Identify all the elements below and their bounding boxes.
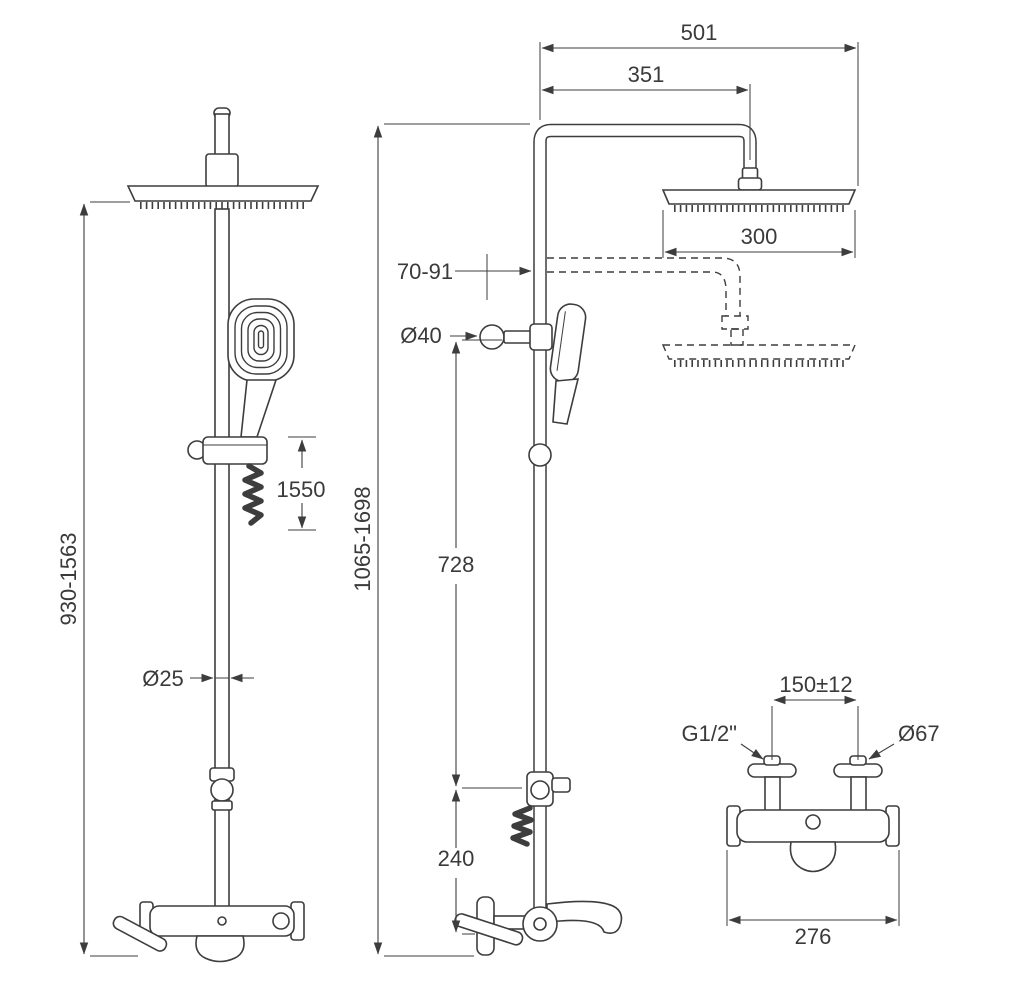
mixer-detail-spout <box>789 841 837 873</box>
holder-clamp-side <box>529 323 553 351</box>
right-valve-handle <box>833 763 883 778</box>
hand-shower-front <box>227 298 295 438</box>
riser-and-arm-side <box>533 123 757 908</box>
holder-knob-side <box>479 324 505 350</box>
dim-arm-projection: 351 <box>628 62 665 87</box>
dim-total-width: 501 <box>681 20 718 45</box>
dim-pipe-diameter: Ø25 <box>142 666 184 691</box>
front-view <box>112 107 320 963</box>
mixer-front <box>112 901 305 963</box>
hand-shower-handle-front <box>240 379 278 438</box>
dim-escutcheon-diameter: Ø67 <box>898 721 940 746</box>
right-valve-stem <box>850 776 867 812</box>
dim-upper-section: 728 <box>438 552 475 577</box>
union-ring-side <box>528 443 552 467</box>
dim-front-height-range: 930-1563 <box>56 533 81 626</box>
dim-inlet-centers: 150±12 <box>779 672 852 697</box>
dim-overall-height-range: 1065-1698 <box>350 486 375 591</box>
mixer-knob-front <box>272 912 290 930</box>
rain-head-front <box>126 185 320 202</box>
dim-hand-shower-height: 1550 <box>277 477 326 502</box>
top-pipe-front <box>214 113 230 159</box>
diverter-pull-knob <box>805 814 821 830</box>
dim-mixer-width: 276 <box>795 924 832 949</box>
mixer-detail-view <box>726 755 900 873</box>
dim-lower-section: 240 <box>438 846 475 871</box>
dim-connection-thread: G1/2" <box>681 721 737 746</box>
lowered-position-dashed <box>547 257 857 367</box>
union-ring-front <box>210 778 234 802</box>
dim-height-adjust-range: 70-91 <box>397 259 453 284</box>
dimension-annotations: 930-1563 1550 Ø25 501 351 300 70-91 Ø40 <box>56 20 940 957</box>
mixer-spout-front <box>195 935 245 963</box>
left-valve-stem <box>764 776 781 812</box>
hose-coil-side <box>510 805 534 847</box>
rain-head-side <box>661 189 857 205</box>
side-view <box>454 123 857 956</box>
mixer-spout-side <box>546 900 623 934</box>
mixer-side <box>454 896 623 956</box>
dim-knob-diameter: Ø40 <box>400 323 442 348</box>
arm-connector-front <box>205 153 239 188</box>
rain-head-lowered-dashed <box>661 344 857 360</box>
left-valve-handle <box>747 763 797 778</box>
hand-shower-side <box>549 303 587 383</box>
slider-holder-front <box>202 436 268 465</box>
dim-head-width: 300 <box>741 224 778 249</box>
hand-shower-handle-side <box>552 378 580 425</box>
shower-hose-front <box>242 463 264 526</box>
mixer-lever-front <box>112 915 168 952</box>
